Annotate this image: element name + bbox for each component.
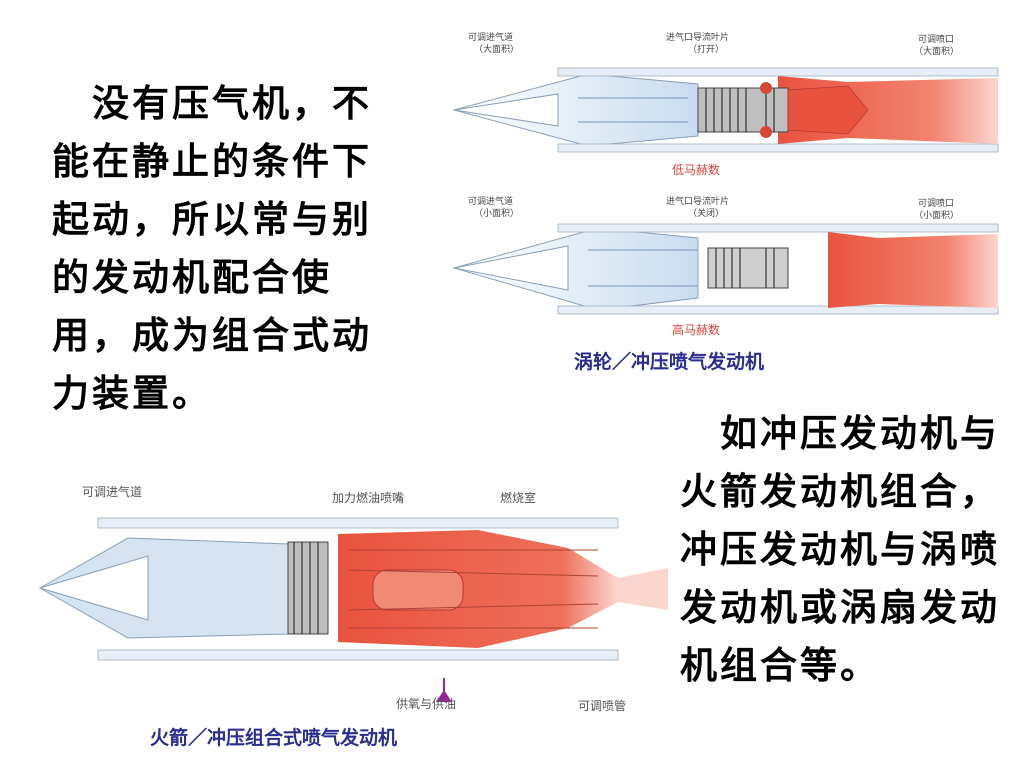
bottom-nozzle-label: 可调喷管 — [578, 698, 626, 713]
upper-guide-label: 进气口导流叶片 — [666, 31, 729, 43]
upper-nozzle-sublabel: （大面积） — [914, 45, 959, 57]
rocket-ramjet-engine — [38, 517, 668, 661]
upper-inlet-sublabel: （大面积） — [474, 43, 519, 55]
injector-label: 加力燃油喷嘴 — [332, 490, 404, 505]
combustor-label: 燃烧室 — [500, 490, 536, 505]
lower-inlet-label: 可调进气道 — [468, 195, 513, 207]
lower-guide-label: 进气口导流叶片 — [666, 195, 729, 207]
upper-engine — [452, 67, 999, 153]
lower-mode-label: 高马赫数 — [672, 322, 720, 337]
bottom-figure-caption: 火箭／冲压组合式喷气发动机 — [150, 726, 397, 749]
left-paragraph: 没有压气机，不能在静止的条件下起动，所以常与别的发动机配合使用，成为组合式动力装… — [52, 81, 372, 415]
bottom-inlet-label: 可调进气道 — [82, 484, 142, 499]
lower-nozzle-label: 可调喷口 — [918, 198, 954, 209]
supply-label: 供氧与供油 — [396, 697, 456, 711]
upper-nozzle-label: 可调喷口 — [918, 34, 954, 45]
lower-engine — [452, 223, 999, 315]
rocket-ramjet-diagram: 可调进气道 加力燃油喷嘴 燃烧室 供氧与供油 可调喷管 火箭／冲压组合式喷气发动… — [38, 484, 668, 749]
upper-inlet-label: 可调进气道 — [468, 31, 513, 43]
lower-nozzle-sublabel: （小面积） — [914, 209, 959, 221]
turbo-ramjet-diagram: 可调进气道 （大面积） 进气口导流叶片 （打开） 可调喷口 （大面积） 低马赫数… — [452, 31, 999, 373]
lower-guide-sublabel: （关闭） — [688, 207, 724, 219]
right-paragraph: 如冲压发动机与火箭发动机组合，冲压发动机与涡喷发动机或涡扇发动机组合等。 — [680, 411, 1000, 687]
top-figure-caption: 涡轮／冲压喷气发动机 — [574, 350, 764, 373]
upper-mode-label: 低马赫数 — [672, 162, 720, 177]
upper-guide-sublabel: （打开） — [688, 43, 724, 55]
lower-inlet-sublabel: （小面积） — [474, 207, 519, 219]
